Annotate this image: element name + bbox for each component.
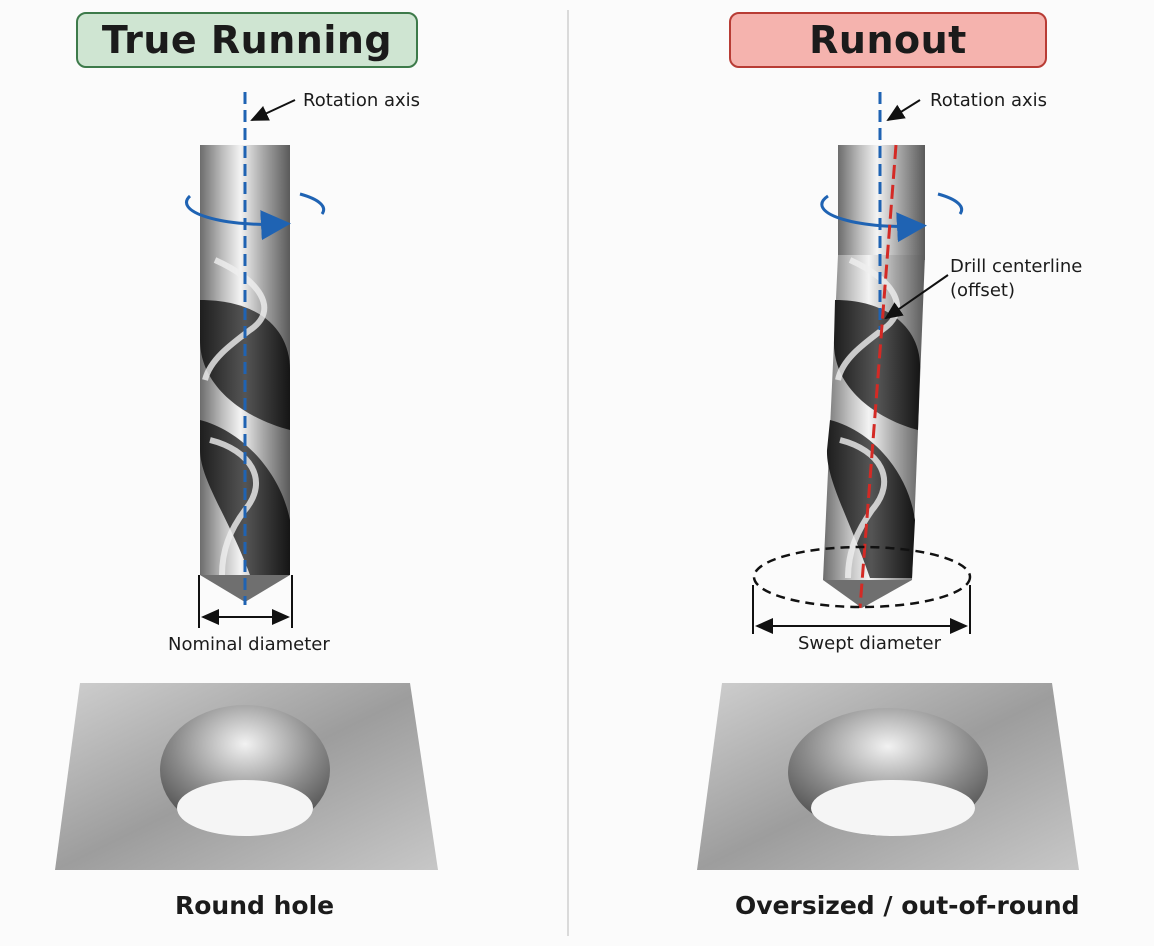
right-rotation-axis-label: Rotation axis <box>930 90 1048 111</box>
runout-title: Runout <box>729 12 1047 68</box>
right-drill-flute-2 <box>826 420 915 578</box>
right-drill-flute-1 <box>833 300 921 430</box>
true-running-panel: True Running Rotation axis Nominal diame… <box>76 12 421 920</box>
left-rotation-axis-label: Rotation axis <box>303 90 421 111</box>
runout-panel: Runout Rotation axis Drill centerline (o… <box>577 0 1154 946</box>
nominal-diameter-label: Nominal diameter <box>168 634 330 655</box>
swept-path-ellipse <box>752 545 972 609</box>
right-rotation-arrow <box>820 194 927 243</box>
oversized-caption: Oversized / out-of-round <box>735 891 1080 920</box>
centerline-leader-arrow <box>884 274 949 320</box>
panel-divider <box>567 10 569 936</box>
drill-centerline-label-line2: (offset) <box>950 280 1015 301</box>
swept-diameter-label: Swept diameter <box>798 633 942 654</box>
round-hole-caption: Round hole <box>175 891 335 920</box>
drill-centerline-offset <box>858 144 898 609</box>
true-running-title: True Running <box>76 12 418 68</box>
right-drill-tip <box>823 580 912 608</box>
drill-centerline-label-line1: Drill centerline <box>950 256 1083 277</box>
left-rotation-arrow <box>185 194 291 241</box>
